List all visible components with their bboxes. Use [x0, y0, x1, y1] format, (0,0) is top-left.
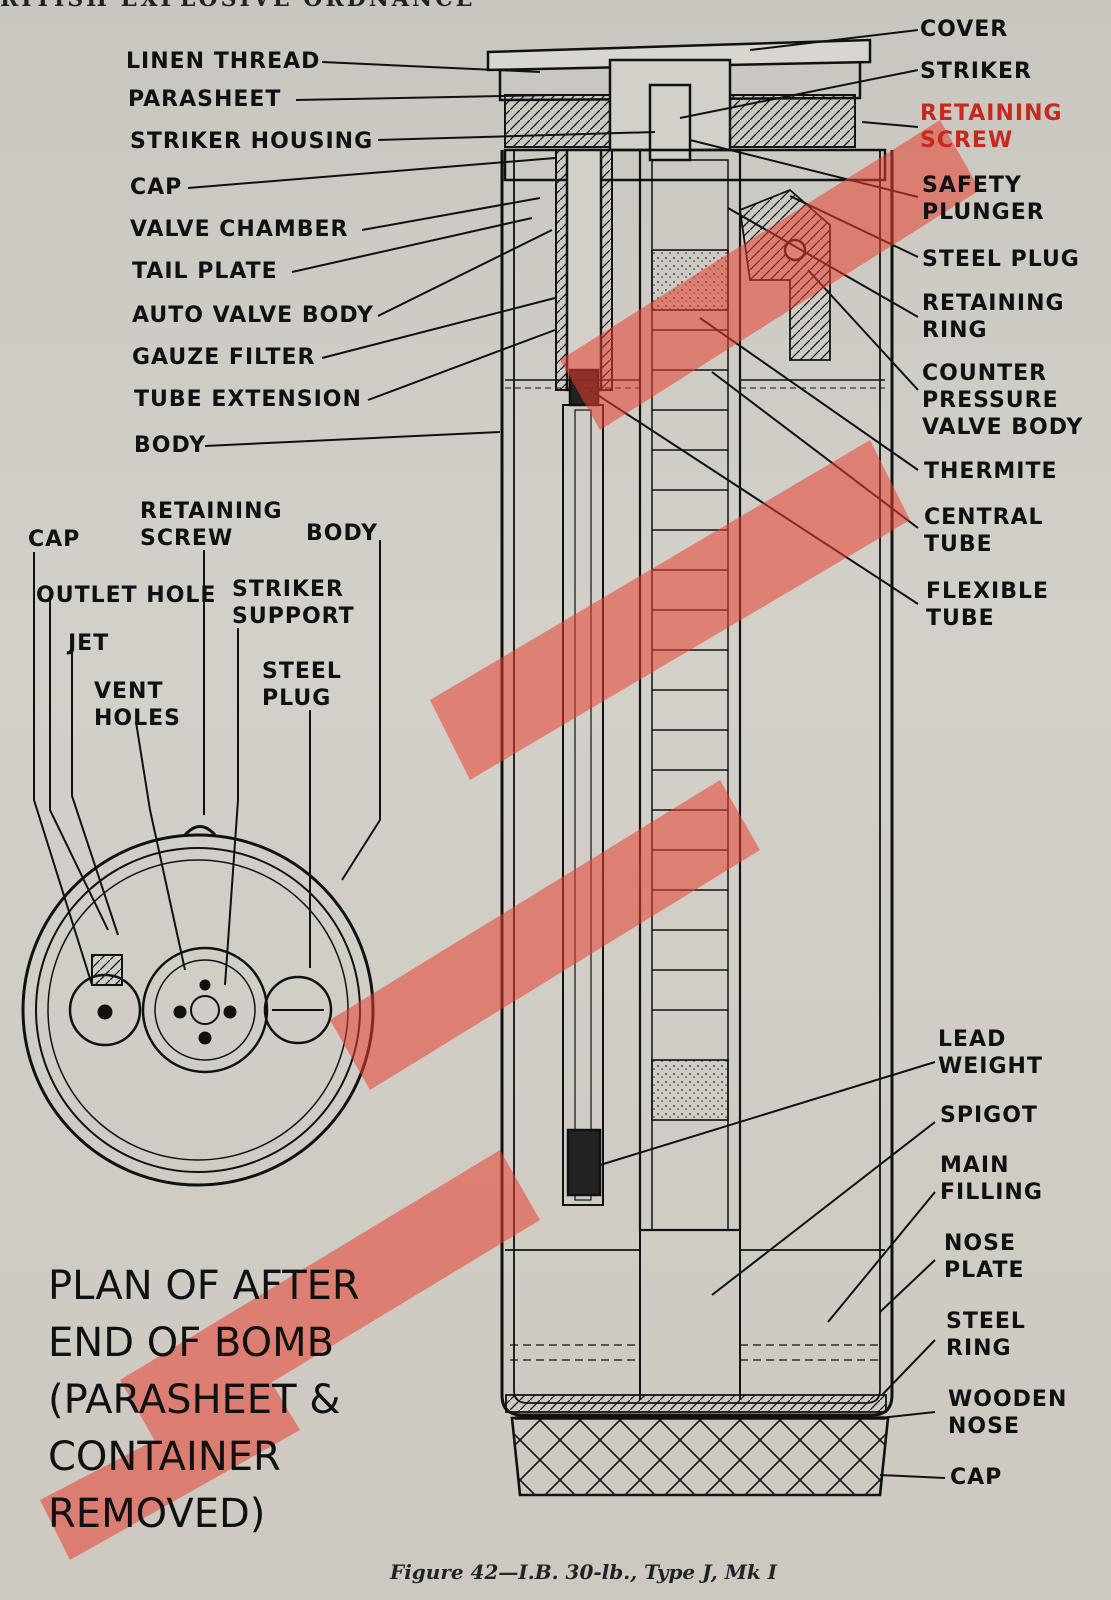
label-cap-bottom: CAP [950, 1465, 1003, 1490]
plan-title-line-4: CONTAINER [48, 1434, 281, 1480]
label-tail-plate: TAIL PLATE [132, 259, 278, 284]
label-safety-plunger: SAFETY PLUNGER [922, 173, 1045, 225]
watermark [40, 120, 980, 1560]
label-flexible-tube: FLEXIBLE TUBE [926, 579, 1050, 631]
label-striker-housing: STRIKER HOUSING [130, 129, 374, 154]
label-striker: STRIKER [920, 59, 1032, 84]
label-plan-body: BODY [306, 521, 379, 546]
wooden-nose-shape [510, 1416, 890, 1497]
label-auto-valve-body: AUTO VALVE BODY [132, 303, 374, 328]
plan-center-circle [141, 946, 269, 1074]
label-striker-support: STRIKER SUPPORT [232, 577, 355, 629]
label-nose-plate: NOSE PLATE [944, 1231, 1025, 1283]
label-body: BODY [134, 433, 207, 458]
label-parasheet: PARASHEET [128, 87, 282, 112]
plan-steel-plug-circle [263, 975, 333, 1045]
label-spigot: SPIGOT [940, 1103, 1038, 1128]
nose-plate-shape [505, 1394, 887, 1413]
running-header: RITISH EXPLOSIVE ORDNANCE [0, 0, 475, 12]
label-plan-cap: CAP [28, 527, 81, 552]
lead-weight-shape [566, 1128, 602, 1197]
label-tube-extension: TUBE EXTENSION [134, 387, 362, 412]
label-retaining-ring: RETAINING RING [922, 291, 1065, 343]
label-retaining-screw: RETAINING SCREW [920, 101, 1063, 153]
label-thermite: THERMITE [924, 459, 1058, 484]
spigot-shape [639, 1230, 741, 1400]
plan-title: PLAN OF AFTER END OF BOMB (PARASHEET & C… [48, 1258, 468, 1543]
label-valve-chamber: VALVE CHAMBER [130, 217, 349, 242]
label-linen-thread: LINEN THREAD [126, 49, 321, 74]
bomb-section [486, 38, 894, 1497]
plan-title-line-5: REMOVED) [48, 1491, 266, 1537]
label-cover: COVER [920, 17, 1009, 42]
label-jet: JET [68, 631, 110, 656]
label-lead-weight: LEAD WEIGHT [938, 1027, 1043, 1079]
plan-title-line-3: (PARASHEET & [48, 1377, 341, 1423]
label-cap-top: CAP [130, 175, 183, 200]
label-plan-retaining-screw: RETAINING SCREW [140, 499, 283, 551]
label-outlet-hole: OUTLET HOLE [36, 583, 217, 608]
label-wooden-nose: WOODEN NOSE [948, 1387, 1068, 1439]
plan-title-line-2: END OF BOMB [48, 1320, 335, 1366]
label-counter-pressure-valve-body: COUNTER PRESSURE VALVE BODY [922, 361, 1084, 440]
label-gauze-filter: GAUZE FILTER [132, 345, 316, 370]
label-vent-holes: VENT HOLES [94, 679, 182, 731]
body-outer [500, 150, 894, 1417]
plan-view [21, 825, 375, 1187]
label-central-tube: CENTRAL TUBE [924, 505, 1044, 557]
figure-caption: Figure 42—I.B. 30-lb., Type J, Mk I [390, 1560, 778, 1584]
flexible-tube-shape [562, 404, 604, 1206]
label-main-filling: MAIN FILLING [940, 1153, 1043, 1205]
plan-title-line-1: PLAN OF AFTER [48, 1263, 360, 1309]
label-steel-plug: STEEL PLUG [922, 247, 1080, 272]
label-steel-ring: STEEL RING [946, 1309, 1026, 1361]
label-plan-steel-plug: STEEL PLUG [262, 659, 342, 711]
